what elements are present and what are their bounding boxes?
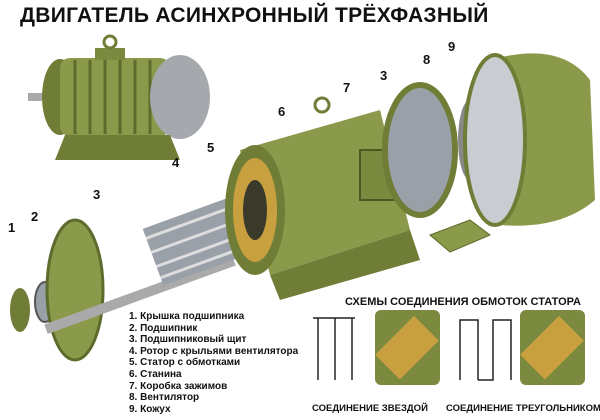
callout-7: 7 (343, 80, 351, 95)
callout-5: 5 (207, 140, 215, 155)
delta-scheme (459, 319, 512, 381)
stator-housing (225, 96, 420, 300)
legend-item: 1. Крышка подшипника (129, 311, 245, 322)
assembled-motor (28, 34, 210, 160)
delta-caption: СОЕДИНЕНИЕ ТРЕУГОЛЬНИКОМ (446, 403, 600, 414)
callout-2: 2 (31, 209, 39, 224)
legend-item: 3. Подшипниковый щит (129, 334, 247, 346)
callout-3b: 3 (380, 68, 388, 83)
legend-item: 4. Ротор с крыльями вентилятора (129, 345, 299, 357)
legend-item: 6. Станина (129, 368, 182, 380)
bearing-shield-right (382, 82, 458, 218)
legend-item: 5. Статор с обмотками (129, 357, 241, 369)
legend-item: 9. Кожух (129, 403, 171, 415)
bearing-cap (10, 288, 30, 332)
schemes-title: СХЕМЫ СОЕДИНЕНИЯ ОБМОТОК СТАТОРА (345, 296, 581, 308)
legend-item: 7. Коробка зажимов (129, 380, 228, 392)
callout-6: 6 (278, 104, 286, 119)
legend-item: 8. Вентилятор (129, 392, 200, 404)
callout-8: 8 (423, 52, 431, 67)
callout-1: 1 (8, 220, 16, 235)
callout-3: 3 (93, 187, 101, 202)
star-caption: СОЕДИНЕНИЕ ЗВЕЗДОЙ (312, 403, 428, 414)
parts-legend: 1. Крышка подшипника 2. Подшипник 3. Под… (129, 311, 298, 415)
page-title: ДВИГАТЕЛЬ АСИНХРОННЫЙ ТРЁХФАЗНЫЙ (20, 4, 489, 27)
bearing-shield-left (45, 218, 105, 362)
legend-item: 2. Подшипник (129, 322, 198, 334)
fan-cover (463, 53, 595, 227)
callout-9: 9 (448, 39, 456, 54)
star-scheme (313, 317, 355, 380)
callout-4: 4 (172, 155, 180, 170)
